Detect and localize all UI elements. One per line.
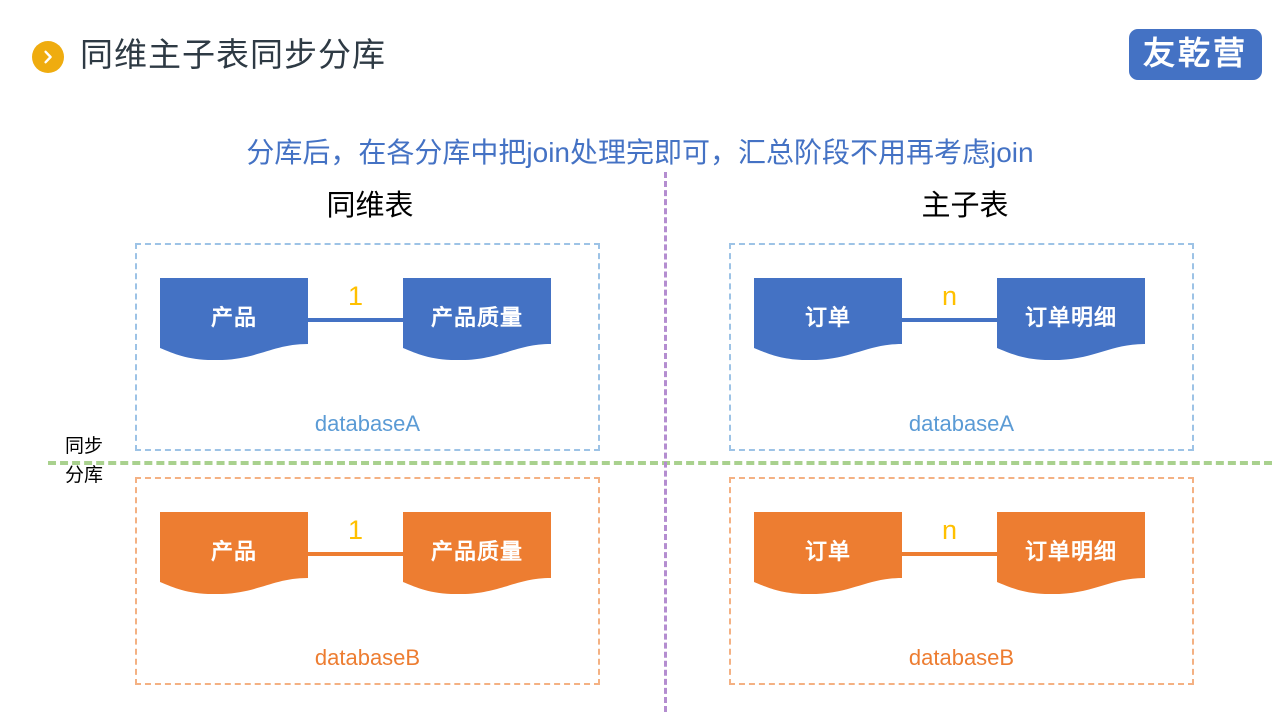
relation-connector	[308, 318, 403, 322]
entity-box-secondary[interactable]: 订单明细	[997, 512, 1145, 594]
side-label-sync-sharding: 同步 分库	[52, 432, 116, 490]
entity-label: 订单明细	[1024, 539, 1117, 564]
relation-connector	[902, 318, 997, 322]
wave-shape	[997, 512, 1145, 594]
cardinality-label: n	[941, 515, 958, 545]
side-label-line-2: 分库	[64, 465, 103, 486]
wave-shape	[160, 512, 308, 594]
wave-shape	[997, 278, 1145, 360]
cardinality-label: n	[941, 281, 958, 311]
entity-box-primary[interactable]: 订单	[754, 278, 902, 360]
panel-frame	[135, 243, 600, 451]
entity-label: 产品	[210, 305, 257, 330]
wave-shape	[403, 278, 551, 360]
wave-shape	[754, 278, 902, 360]
wave-shape	[754, 512, 902, 594]
database-label: databaseB	[908, 645, 1015, 670]
entity-label: 产品质量	[430, 539, 523, 564]
wave-shape	[160, 278, 308, 360]
database-label: databaseA	[314, 411, 421, 436]
panel-frame	[135, 477, 600, 685]
entity-label: 产品	[210, 539, 257, 564]
subtitle-text: 分库后，在各分库中把join处理完即可，汇总阶段不用再考虑join	[246, 137, 1034, 168]
wave-shape	[403, 512, 551, 594]
brand-logo: 友乾营	[1128, 29, 1262, 80]
horizontal-divider	[48, 461, 1272, 465]
entity-box-primary[interactable]: 产品	[160, 278, 308, 360]
entity-box-primary[interactable]: 产品	[160, 512, 308, 594]
database-label: databaseB	[314, 645, 421, 670]
panel-bottom-left: 产品 1 产品质量 databaseB	[135, 477, 600, 685]
entity-label: 订单明细	[1024, 305, 1117, 330]
panel-bottom-right: 订单 n 订单明细 databaseB	[729, 477, 1194, 685]
vertical-divider	[664, 172, 667, 712]
entity-box-secondary[interactable]: 产品质量	[403, 512, 551, 594]
column-heading-left: 同维表	[326, 190, 414, 222]
entity-label: 产品质量	[430, 305, 523, 330]
entity-box-secondary[interactable]: 订单明细	[997, 278, 1145, 360]
entity-label: 订单	[804, 539, 851, 564]
entity-box-secondary[interactable]: 产品质量	[403, 278, 551, 360]
chevron-right-circle-icon	[32, 41, 64, 73]
panel-frame	[729, 243, 1194, 451]
entity-label: 订单	[804, 305, 851, 330]
side-label-line-1: 同步	[64, 436, 103, 457]
database-label: databaseA	[908, 411, 1015, 436]
column-heading-right: 主子表	[921, 190, 1009, 222]
page-title: 同维主子表同步分库	[80, 36, 386, 73]
entity-box-primary[interactable]: 订单	[754, 512, 902, 594]
panel-top-right: 订单 n 订单明细 databaseA	[729, 243, 1194, 451]
panel-top-left: 产品 1 产品质量 databaseA	[135, 243, 600, 451]
cardinality-label: 1	[347, 515, 364, 545]
panel-frame	[729, 477, 1194, 685]
cardinality-label: 1	[347, 281, 364, 311]
relation-connector	[308, 552, 403, 556]
relation-connector	[902, 552, 997, 556]
